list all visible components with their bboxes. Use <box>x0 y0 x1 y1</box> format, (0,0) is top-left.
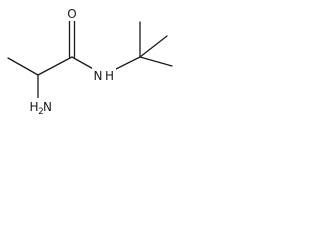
atom-oxygen: O <box>65 6 79 21</box>
amine-hydrogen-label: H <box>29 100 38 114</box>
atom-amine-nh2: H 2 N <box>28 98 52 117</box>
bond-tert-methyl-upright <box>139 35 168 58</box>
oxygen-label: O <box>67 7 76 21</box>
bond-tert-methyl-right <box>139 56 173 67</box>
molecule-drawing: O N H H 2 N <box>7 6 173 117</box>
amide-nitrogen-label: N <box>94 69 103 83</box>
bond-lines <box>7 19 173 101</box>
amine-nitrogen-label: N <box>43 100 52 114</box>
bond-methyl-alpha <box>7 57 39 76</box>
amine-subscript-label: 2 <box>38 107 43 117</box>
atom-amide-nh: N H <box>92 67 116 83</box>
amide-hydrogen-label: H <box>105 69 114 83</box>
bond-alpha-carbonyl <box>37 56 73 76</box>
